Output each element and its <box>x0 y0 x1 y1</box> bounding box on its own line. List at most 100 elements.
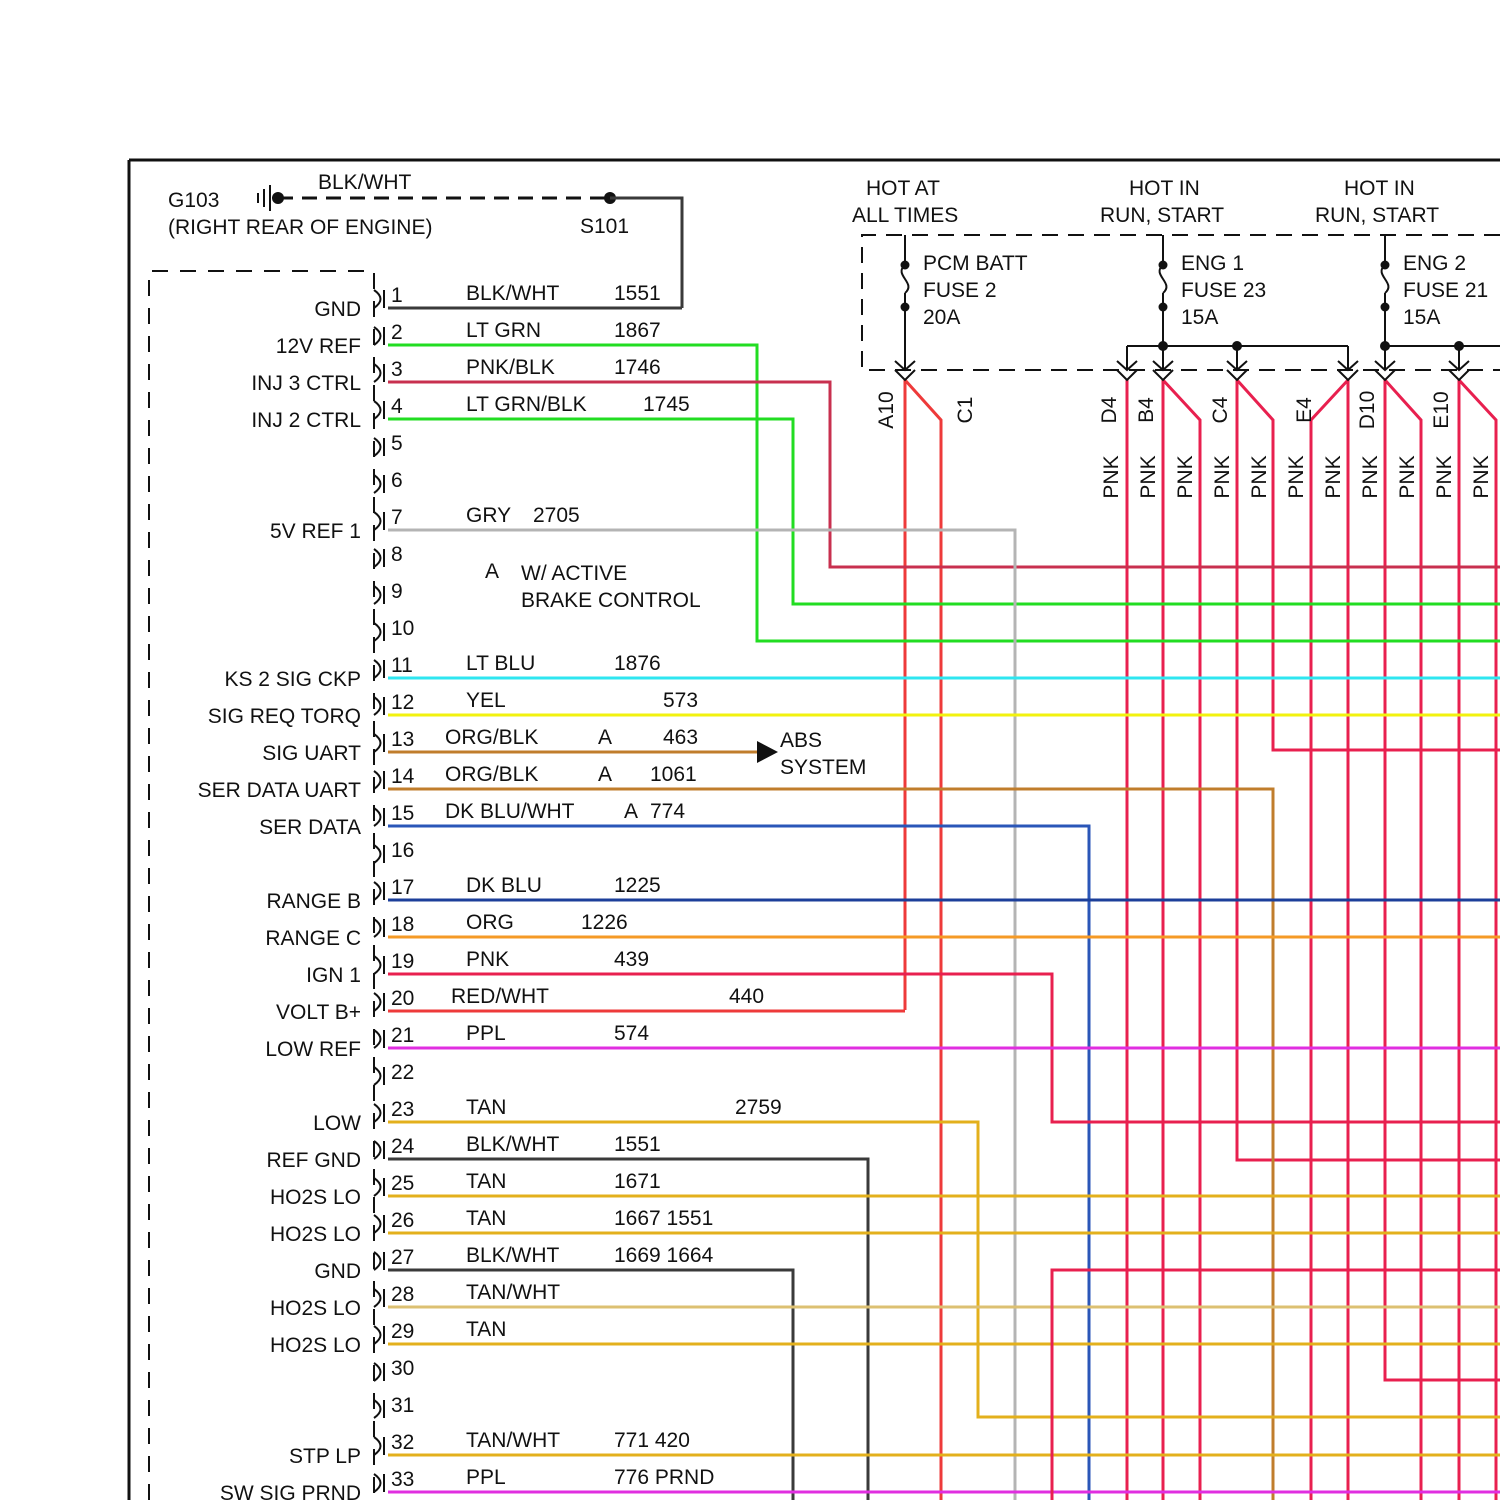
pin-circuit-number: 1061 <box>650 763 697 786</box>
pin-signal-label: SER DATA <box>259 816 361 839</box>
fuse-pin-label-D4: D4 <box>1098 396 1121 423</box>
pin-number: 5 <box>391 432 403 455</box>
wire-e4-pnk <box>1311 380 1348 1500</box>
pin-number: 15 <box>391 802 414 825</box>
pin-wire-color: TAN/WHT <box>466 1429 560 1452</box>
pnk-wire-label-1: PNK <box>1100 455 1123 498</box>
pin-number: 2 <box>391 321 403 344</box>
pnk-wire-label-5: PNK <box>1248 455 1271 498</box>
pin-wire-color: DK BLU <box>466 874 542 897</box>
connector-chevron-icon <box>1117 370 1137 380</box>
pin-signal-label: GND <box>314 298 361 321</box>
pin-number: 25 <box>391 1172 414 1195</box>
pin-row-6: 6 <box>374 469 403 493</box>
pin-number: 9 <box>391 580 403 603</box>
pin-wire-color: RED/WHT <box>451 985 549 1008</box>
pin-wire-color: PPL <box>466 1466 506 1489</box>
pin-signal-label: SW SIG PRND <box>220 1482 361 1500</box>
fuse-pin-label-E4: E4 <box>1293 397 1316 423</box>
pin-row-7: 75V REF 1GRY2705 <box>270 504 580 543</box>
pin-row-4: 4INJ 2 CTRLLT GRN/BLK1745 <box>251 393 689 432</box>
abs-arrow-icon <box>757 741 778 763</box>
fuse-label-3: 15A <box>1181 306 1218 329</box>
power-header-1: HOT IN <box>1344 177 1415 200</box>
pin-wire-color: GRY <box>466 504 511 527</box>
fuse-label-1: ENG 1 <box>1181 252 1244 275</box>
pin-signal-label: INJ 2 CTRL <box>251 409 361 432</box>
pnk-wire-label-11: PNK <box>1470 455 1493 498</box>
wire-b4b-pnk <box>1163 380 1200 1500</box>
wire-c1-red <box>905 380 941 1500</box>
pin-row-24: 24REF GNDBLK/WHT1551 <box>267 1133 661 1172</box>
pin-row-21: 21LOW REFPPL574 <box>265 1022 649 1061</box>
connector-chevron-icon <box>1338 370 1358 380</box>
pin-row-31: 31 <box>374 1394 414 1418</box>
pin-wire-color: PNK <box>466 948 509 971</box>
fuse-pin-label-E10: E10 <box>1430 391 1453 428</box>
connector-chevron-icon <box>1449 370 1469 380</box>
pin-signal-label: 5V REF 1 <box>270 520 361 543</box>
pin-number: 24 <box>391 1135 415 1158</box>
pin-row-5: 5 <box>374 432 403 456</box>
pin-signal-label: HO2S LO <box>270 1223 361 1246</box>
fuse-pin-label-C1: C1 <box>954 397 977 424</box>
fuse-pin-label-A10: A10 <box>875 391 898 428</box>
pin-number: 19 <box>391 950 414 973</box>
pin-row-23: 23LOWTAN2759 <box>313 1096 782 1135</box>
fuse-1: PCM BATTFUSE 220AHOT ATALL TIMES <box>852 177 1028 370</box>
pin-signal-label: IGN 1 <box>306 964 361 987</box>
pin-wire-color: BLK/WHT <box>466 282 560 305</box>
fuse-pin-label-D10: D10 <box>1356 391 1379 430</box>
pin-number: 6 <box>391 469 403 492</box>
pin-row-30: 30 <box>374 1357 414 1381</box>
pin-number: 1 <box>391 284 403 307</box>
pin-circuit-number: 573 <box>663 689 698 712</box>
power-header-1: HOT IN <box>1129 177 1200 200</box>
fuse-label-2: FUSE 2 <box>923 279 997 302</box>
pin-signal-label: SIG REQ TORQ <box>208 705 361 728</box>
fuse-label-3: 15A <box>1403 306 1440 329</box>
pin-circuit-number: 1745 <box>643 393 690 416</box>
pin-signal-label: HO2S LO <box>270 1186 361 1209</box>
pin-circuit-number: 440 <box>729 985 764 1008</box>
wire-pnk-return <box>1052 1270 1500 1500</box>
pin-wire-color: YEL <box>466 689 506 712</box>
pin-circuit-number: 1225 <box>614 874 661 897</box>
pin-number: 18 <box>391 913 414 936</box>
abs-line-2: SYSTEM <box>780 756 866 779</box>
fuse-label-3: 20A <box>923 306 960 329</box>
pnk-wire-label-8: PNK <box>1359 455 1382 498</box>
pin-circuit-number: 1551 <box>614 282 661 305</box>
pin-wire-color: BLK/WHT <box>466 1244 560 1267</box>
pin-signal-label: KS 2 SIG CKP <box>224 668 361 691</box>
ground-symbol-icon <box>258 185 270 211</box>
pin-circuit-number: 1551 <box>614 1133 661 1156</box>
pin-row-8: 8 <box>374 543 403 567</box>
wire-d10b-pnk <box>1385 380 1421 1500</box>
pin-row-10: 10 <box>374 617 414 641</box>
pin-signal-label: RANGE C <box>265 927 361 950</box>
pin-number: 29 <box>391 1320 414 1343</box>
connector-chevron-icon <box>1375 370 1395 380</box>
fuse-layer: PCM BATTFUSE 220AHOT ATALL TIMESENG 1FUS… <box>852 177 1500 499</box>
pin-circuit-number: 2759 <box>735 1096 782 1119</box>
abs-line-1: ABS <box>780 729 822 752</box>
pnk-wire-label-9: PNK <box>1396 455 1419 498</box>
pin-circuit-number: 1671 <box>614 1170 661 1193</box>
connector-chevron-icon <box>1227 370 1247 380</box>
pin-circuit-number: 1667 1551 <box>614 1207 713 1230</box>
pin-wire-color: PNK/BLK <box>466 356 555 379</box>
fuse-pin-label-C4: C4 <box>1209 396 1232 423</box>
ground-id-label: G103 <box>168 189 219 212</box>
pin-circuit-number: 2705 <box>533 504 580 527</box>
power-header-2: ALL TIMES <box>852 204 958 227</box>
pin-number: 27 <box>391 1246 414 1269</box>
